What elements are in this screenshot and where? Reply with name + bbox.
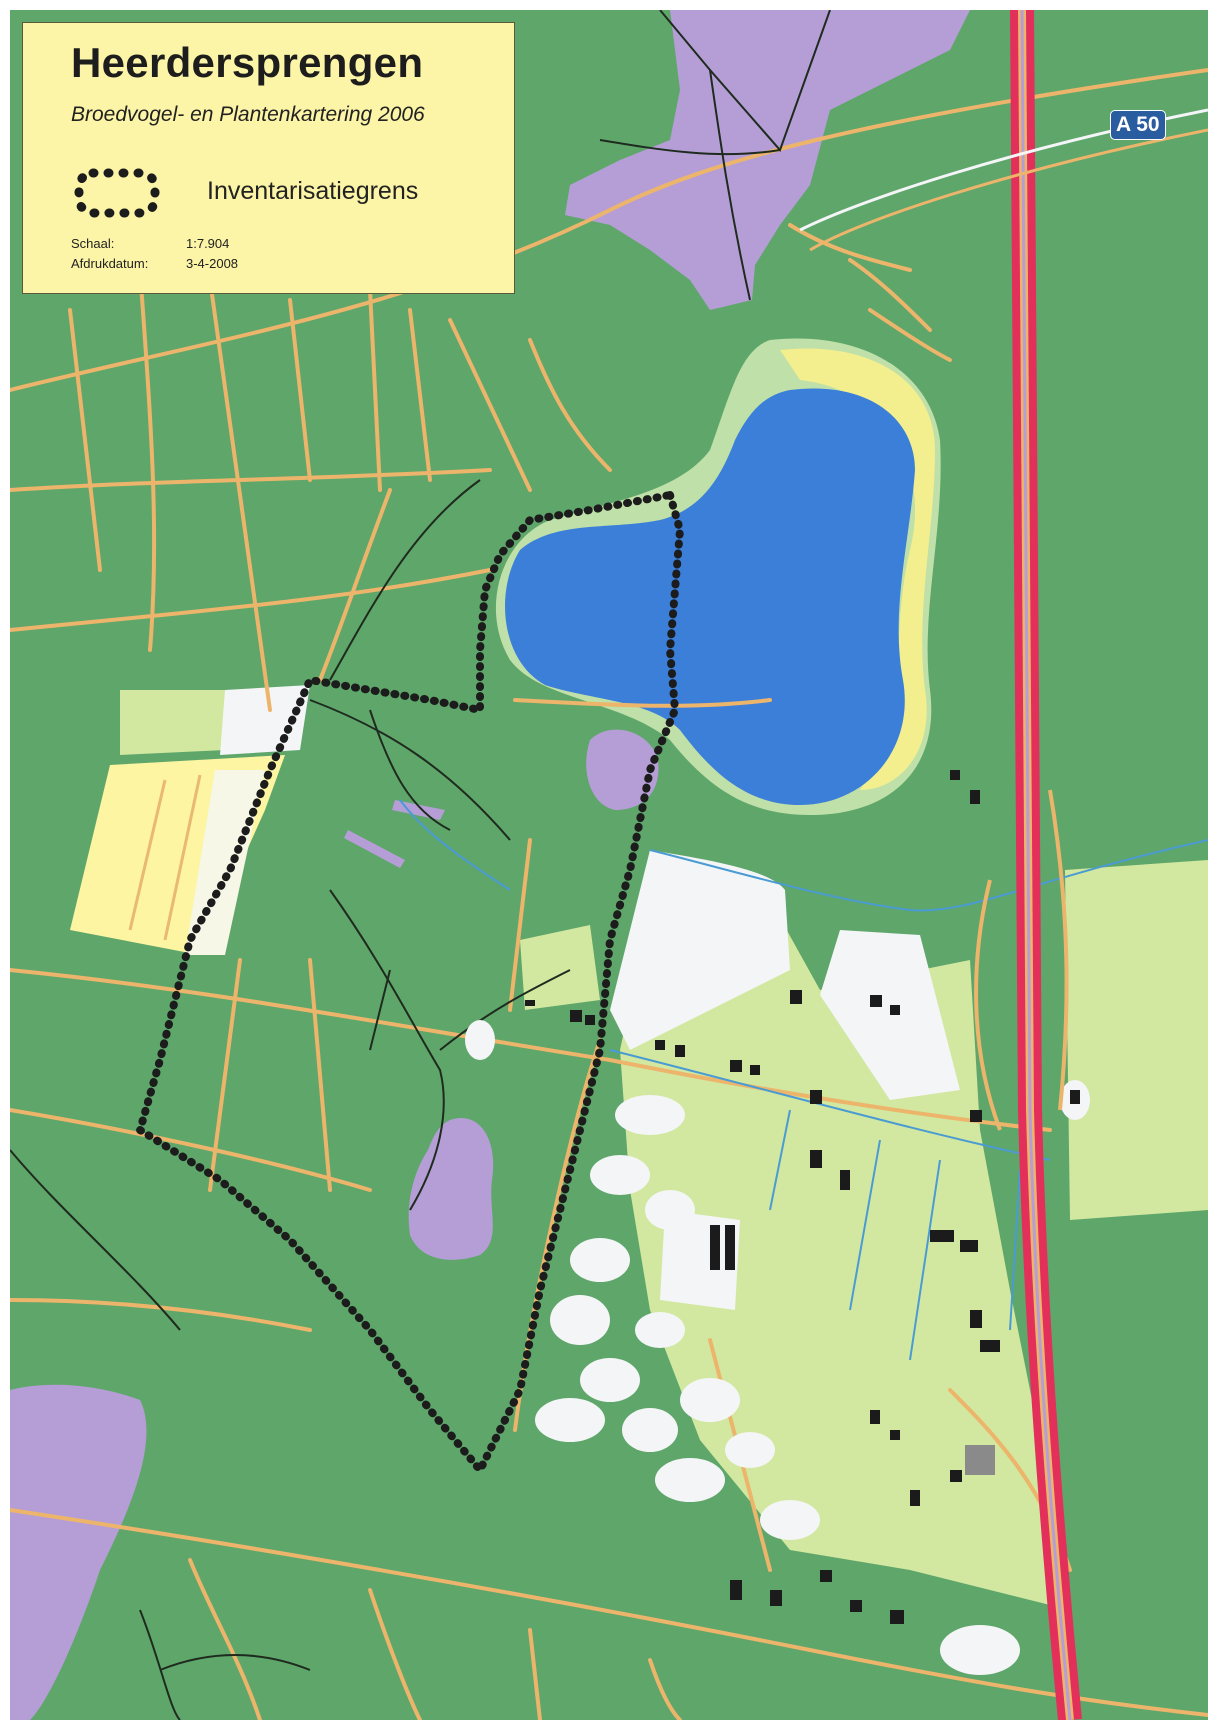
meadow-far-east	[1065, 860, 1208, 1220]
print-date-label: Afdrukdatum:	[71, 256, 149, 271]
heath-area-southwest	[10, 1384, 147, 1720]
heath-area-small	[586, 729, 659, 810]
road-label-a50: A 50	[1110, 110, 1166, 140]
boundary-label: Inventarisatiegrens	[207, 177, 419, 205]
scale-label: Schaal:	[71, 236, 115, 251]
residential-area	[465, 1020, 1090, 1675]
heath-strip-2	[344, 830, 405, 868]
buildings[interactable]	[525, 770, 1080, 1624]
field-divider	[163, 774, 202, 941]
open-area-1	[220, 685, 310, 755]
map-legend: Heerdersprengen Broedvogel- en Plantenka…	[22, 22, 515, 294]
access-road-edge	[809, 128, 1208, 252]
meadow-northwest	[120, 690, 230, 755]
heath-area-north	[565, 10, 970, 310]
map-title: Heerdersprengen	[71, 39, 424, 86]
large-building[interactable]	[965, 1445, 995, 1475]
heath-area-pond	[408, 1118, 494, 1260]
inventory-boundary[interactable]	[135, 490, 685, 1478]
map-canvas[interactable]	[10, 10, 1208, 1720]
scale-value: 1:7.904	[186, 236, 230, 251]
open-area-2	[610, 850, 790, 1050]
map-subtitle: Broedvogel- en Plantenkartering 2006	[71, 103, 425, 126]
meadow-small	[520, 925, 600, 1010]
dark-path-network	[10, 10, 831, 1720]
boundary-swatch-icon	[74, 168, 160, 218]
print-date-value: 3-4-2008	[186, 256, 239, 271]
highway-a50	[974, 10, 1082, 1720]
field-divider	[128, 779, 167, 931]
heath-strip-1	[392, 800, 445, 820]
ditch-network	[399, 799, 1208, 1361]
lake	[505, 388, 915, 805]
